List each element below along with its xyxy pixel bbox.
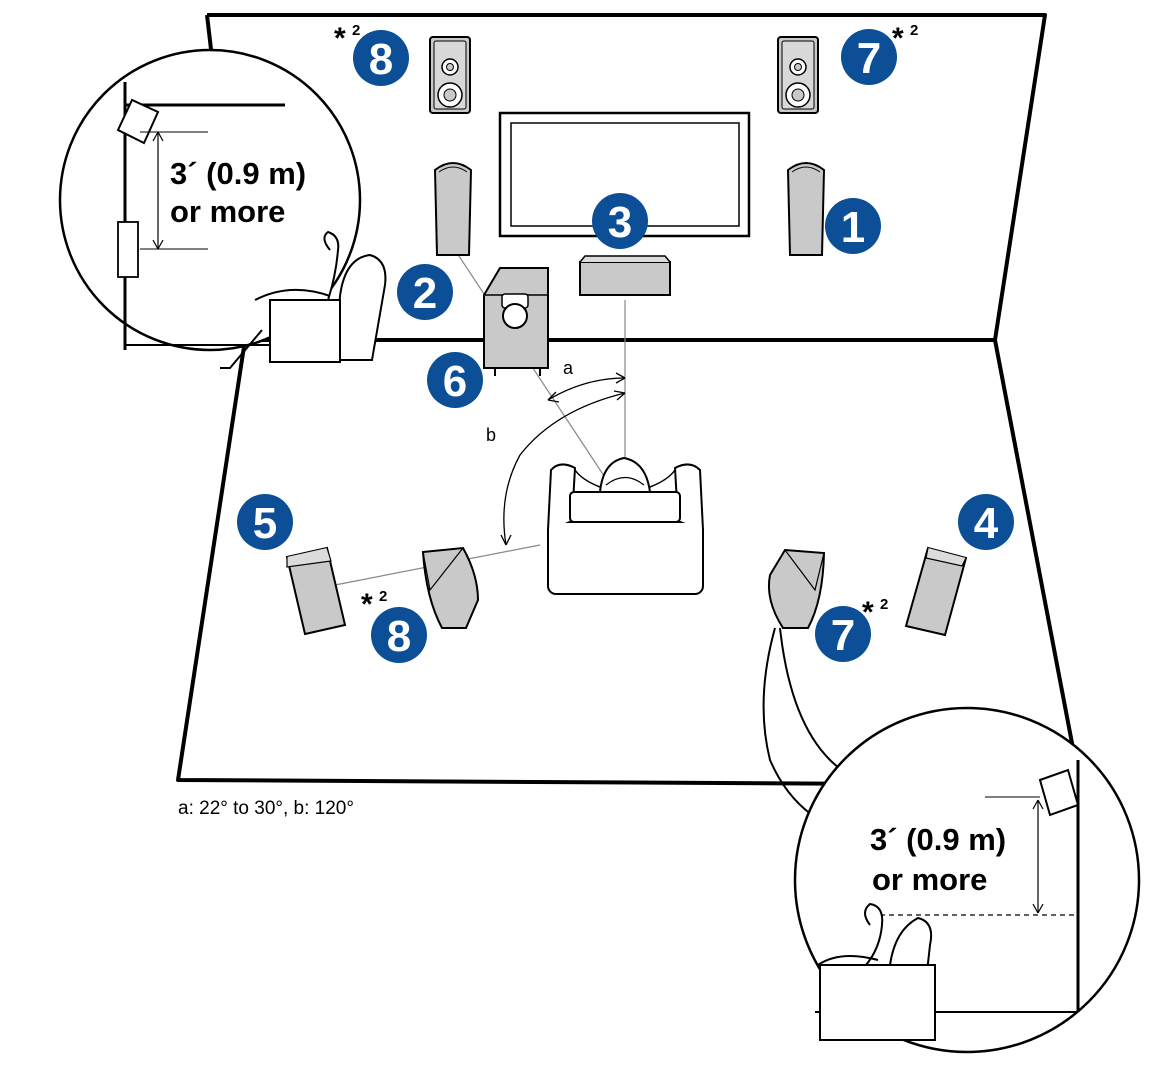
badge-surround-left: 5 (237, 494, 293, 550)
bookshelf-speaker-icon (777, 36, 819, 114)
angle-arcs (500, 372, 626, 546)
note-marker-top-left: * 2 (334, 22, 360, 55)
svg-text:5: 5 (253, 499, 277, 548)
angle-b-label: b (486, 425, 496, 445)
svg-text:2: 2 (880, 596, 888, 613)
badge-center: 3 (592, 193, 648, 249)
svg-text:2: 2 (413, 269, 437, 318)
listener-icon (547, 456, 704, 595)
tower-speaker-icon (767, 548, 826, 629)
angle-caption: a: 22° to 30°, b: 120° (178, 798, 354, 819)
note-marker-bottom-right: * 2 (862, 596, 888, 629)
badge-front-right: 1 (825, 198, 881, 254)
note-marker-top-right: * 2 (892, 22, 918, 55)
svg-text:2: 2 (379, 588, 387, 605)
badge-surround-right: 4 (958, 494, 1014, 550)
inset-bottom-right-line1: 3´ (0.9 m) (870, 822, 1006, 857)
inset-top-left-line2: or more (170, 194, 285, 229)
tower-speaker-icon (421, 546, 480, 629)
badge-height-left-top: 8 (353, 30, 409, 86)
badge-subwoofer: 6 (427, 352, 483, 408)
seated-person-icon (220, 230, 387, 369)
bookshelf-speaker-icon (904, 546, 968, 637)
note-marker-bottom-left: * 2 (361, 588, 387, 621)
svg-text:1: 1 (841, 203, 865, 252)
svg-text:*: * (892, 22, 904, 55)
inset-bottom-right-line2: or more (872, 862, 987, 897)
inset-top-left: 3´ (0.9 m) or more (58, 48, 387, 369)
badge-height-left-bottom: 8 (371, 607, 427, 663)
svg-text:8: 8 (369, 35, 393, 84)
badge-front-left: 2 (397, 264, 453, 320)
svg-text:6: 6 (443, 357, 467, 406)
svg-text:*: * (361, 588, 373, 621)
svg-text:8: 8 (387, 612, 411, 661)
svg-text:4: 4 (974, 499, 999, 548)
tower-speaker-icon (433, 162, 473, 256)
badge-height-right-top: 7 (841, 29, 897, 85)
inset-bottom-right: 3´ (0.9 m) or more (762, 627, 1141, 1054)
center-speaker-icon (579, 255, 671, 296)
bookshelf-speaker-icon (285, 546, 347, 636)
subwoofer-icon (483, 267, 549, 376)
svg-text:2: 2 (910, 22, 918, 39)
svg-text:*: * (334, 22, 346, 55)
angle-a-label: a (563, 358, 574, 378)
badge-height-right-bottom: 7 (815, 606, 871, 662)
seated-person-icon (817, 902, 936, 1041)
tower-speaker-icon (786, 162, 826, 256)
svg-text:7: 7 (857, 34, 881, 83)
svg-text:7: 7 (831, 611, 855, 660)
svg-text:2: 2 (352, 22, 360, 39)
bookshelf-speaker-icon (429, 36, 471, 114)
inset-top-left-line1: 3´ (0.9 m) (170, 156, 306, 191)
svg-text:3: 3 (608, 198, 632, 247)
svg-text:*: * (862, 596, 874, 629)
